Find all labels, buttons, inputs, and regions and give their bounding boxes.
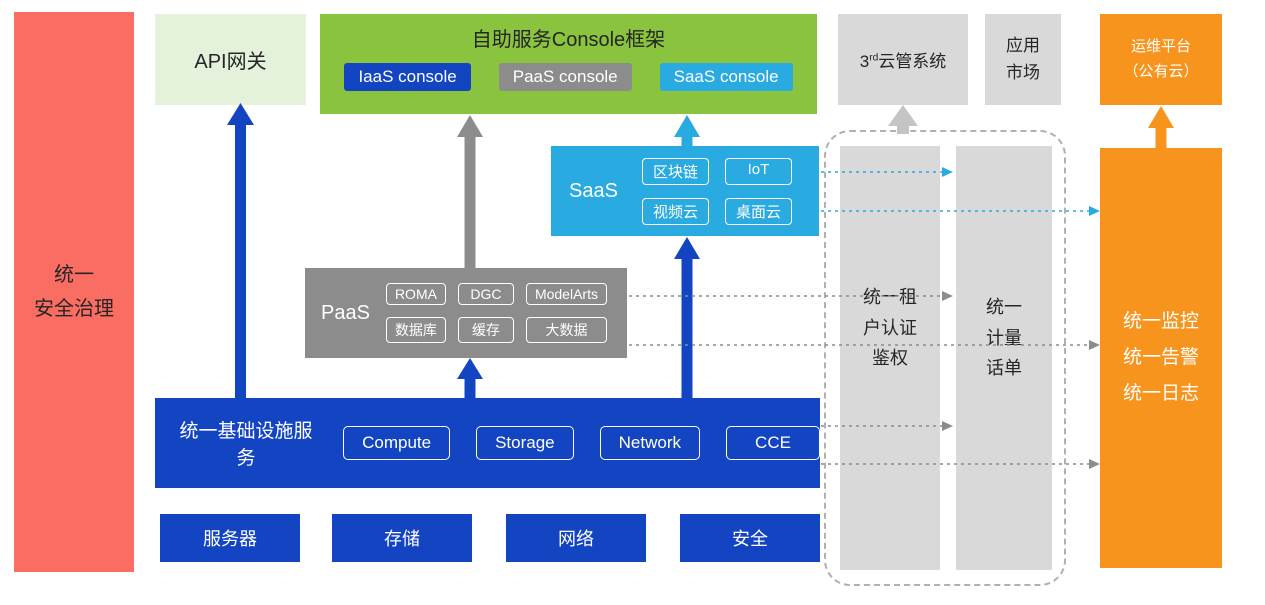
api-gateway-label: API网关: [194, 51, 267, 73]
paas-badges: ROMA DGC ModelArts 数据库 缓存 大数据: [385, 283, 607, 343]
metering-column: 统一 计量 话单: [956, 146, 1052, 570]
badge-compute: Compute: [343, 426, 451, 460]
storage-box: 存储: [332, 514, 472, 562]
console-badges: IaaS console PaaS console SaaS console: [344, 63, 793, 91]
badge-bigdata: 大数据: [525, 317, 607, 343]
paas-layer-box: PaaS ROMA DGC ModelArts 数据库 缓存 大数据: [305, 268, 627, 358]
security-label: 安全: [732, 529, 768, 549]
auth-column-label: 统一租 户认证 鉴权: [863, 287, 917, 369]
third-party-cloud-mgmt-label: 3rd云管系统: [859, 52, 947, 71]
shared-services-dashed-container: [824, 130, 1066, 586]
badge-modelarts: ModelArts: [525, 283, 607, 305]
badge-desktop-cloud: 桌面云: [724, 197, 792, 225]
badge-database: 数据库: [385, 317, 446, 343]
network-label: 网络: [558, 529, 594, 549]
badge-iot: IoT: [724, 157, 792, 185]
saas-label: SaaS: [569, 179, 618, 202]
monitoring-bar-label: 统一监控 统一告警 统一日志: [1122, 310, 1199, 405]
app-market-label: 应用 市场: [1006, 36, 1040, 82]
infrastructure-label: 统一基础设施服务: [179, 421, 313, 469]
arrow-to-om-platform: [1148, 106, 1174, 148]
om-platform-box: 运维平台 （公有云）: [1100, 14, 1222, 105]
badge-dgc: DGC: [457, 283, 514, 305]
server-box: 服务器: [160, 514, 300, 562]
auth-column: 统一租 户认证 鉴权: [840, 146, 940, 570]
monitoring-bar: 统一监控 统一告警 统一日志: [1100, 148, 1222, 568]
arrow-infra-to-paas: [457, 358, 483, 399]
api-gateway-box: API网关: [155, 14, 306, 105]
metering-column-label: 统一 计量 话单: [986, 297, 1022, 379]
security-governance-bar: 统一 安全治理: [14, 12, 134, 572]
console-framework-box: 自助服务Console框架 IaaS console PaaS console …: [320, 14, 817, 114]
security-governance-label: 统一 安全治理: [34, 264, 114, 320]
saas-layer-box: SaaS 区块链 IoT 视频云 桌面云: [551, 146, 819, 236]
server-label: 服务器: [203, 529, 257, 549]
badge-blockchain: 区块链: [641, 157, 709, 185]
app-market-box: 应用 市场: [985, 14, 1061, 105]
arrow-infra-to-saas: [674, 237, 700, 399]
paas-label: PaaS: [321, 301, 370, 324]
badge-saas-console: SaaS console: [659, 63, 793, 91]
third-party-cloud-mgmt-box: 3rd云管系统: [838, 14, 968, 105]
arrow-saas-to-saas-console: [674, 115, 700, 147]
badge-storage: Storage: [476, 426, 574, 460]
storage-label: 存储: [384, 529, 420, 549]
badge-iaas-console: IaaS console: [344, 63, 471, 91]
om-platform-label: 运维平台 （公有云）: [1123, 37, 1199, 80]
badge-video-cloud: 视频云: [641, 197, 709, 225]
arrow-infra-to-api-gateway: [227, 103, 254, 399]
badge-network: Network: [599, 426, 700, 460]
infrastructure-layer-box: 统一基础设施服务 Compute Storage Network CCE: [155, 398, 820, 488]
badge-roma: ROMA: [385, 283, 446, 305]
badge-cache: 缓存: [457, 317, 514, 343]
badge-cce: CCE: [726, 426, 820, 460]
console-framework-title: 自助服务Console框架: [471, 29, 666, 51]
infrastructure-badges: Compute Storage Network CCE: [343, 426, 820, 460]
arrow-paas-to-console: [457, 115, 483, 269]
badge-paas-console: PaaS console: [498, 63, 632, 91]
saas-badges: 区块链 IoT 视频云 桌面云: [641, 157, 792, 225]
security-box: 安全: [680, 514, 820, 562]
network-box: 网络: [506, 514, 646, 562]
